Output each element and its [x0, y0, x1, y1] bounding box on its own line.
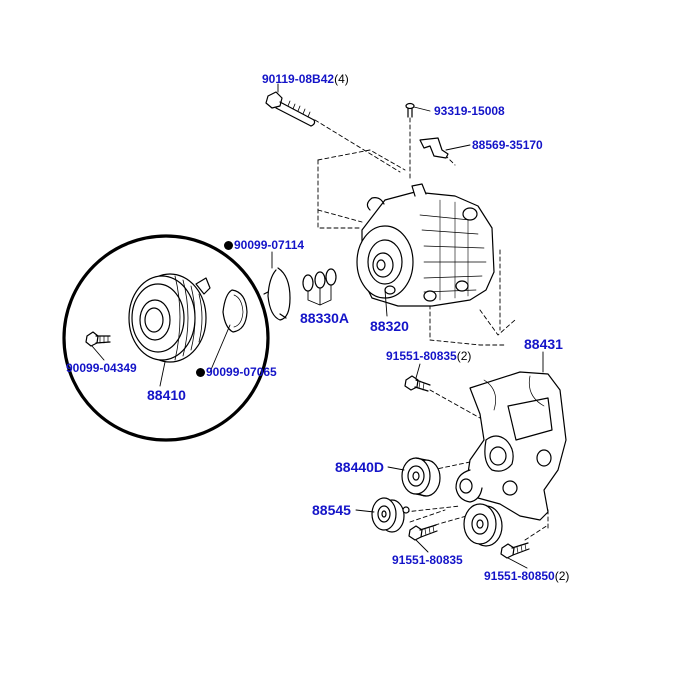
label-snap-ring-2: 90099-07065 [196, 365, 277, 379]
part-qty: (4) [334, 72, 349, 86]
part-number: 88330A [300, 310, 350, 326]
bracket-bolt-drawing [404, 375, 431, 392]
screw-top-drawing [405, 102, 415, 118]
part-number: 90119-08B42 [262, 72, 335, 86]
part-number: 88569-35170 [472, 138, 543, 152]
snap-ring-2-drawing [222, 289, 248, 333]
label-compressor: 88320 [370, 318, 409, 334]
part-number: 88440D [335, 459, 385, 475]
part-number: 90099-07114 [234, 238, 305, 252]
idler-upper-drawing [401, 457, 441, 497]
label-bracket: 88431 [524, 336, 563, 352]
part-number: 90099-04349 [66, 361, 137, 375]
label-clutch-bolt: 90099-04349 [66, 361, 137, 375]
label-bolt-top: 90119-08B42(4) [262, 72, 349, 86]
idler-lower-drawing [371, 497, 410, 533]
label-idler-lower: 88545 [312, 502, 351, 518]
label-shims: 88330A [300, 310, 349, 326]
leader-lines [91, 83, 544, 569]
part-number: 91551-80850 [484, 569, 555, 583]
label-idler-upper: 88440D [335, 459, 384, 475]
label-lower-bolt-1: 91551-80835 [392, 553, 463, 567]
snap-ring-1-drawing [263, 267, 291, 321]
marker-dot-icon [196, 368, 205, 377]
label-snap-ring-1: 90099-07114 [224, 238, 304, 252]
part-number: 90099-07065 [206, 365, 277, 379]
shims-drawing [302, 268, 337, 306]
bracket-drawing [455, 371, 567, 521]
part-qty: (2) [554, 569, 570, 583]
small-bracket-drawing [419, 137, 449, 159]
clutch-bolt-drawing [85, 331, 111, 347]
clutch-assembly-drawing [128, 273, 211, 363]
lower-bolt-2-drawing [500, 542, 530, 559]
lower-bolt-1-drawing [408, 524, 438, 541]
clutch-group-circle [62, 234, 270, 442]
label-bracket-bolt: 91551-80835(2) [386, 349, 471, 363]
part-number: 93319-15008 [434, 104, 505, 118]
label-clutch-assy: 88410 [147, 387, 186, 403]
label-bracket-small: 88569-35170 [472, 138, 543, 152]
part-number: 88431 [524, 336, 563, 352]
bolt-top-drawing [265, 91, 316, 127]
part-number: 88410 [147, 387, 186, 403]
part-qty: (2) [456, 349, 472, 363]
part-number: 88545 [312, 502, 351, 518]
part-number: 88320 [370, 318, 409, 334]
marker-dot-icon [224, 241, 233, 250]
part-number: 91551-80835 [392, 553, 463, 567]
compressor-drawing [356, 183, 495, 307]
tensioner-pulley-drawing [463, 503, 503, 547]
label-screw-top: 93319-15008 [434, 104, 505, 118]
part-number: 91551-80835 [386, 349, 457, 363]
label-lower-bolt-2: 91551-80850(2) [484, 569, 569, 583]
